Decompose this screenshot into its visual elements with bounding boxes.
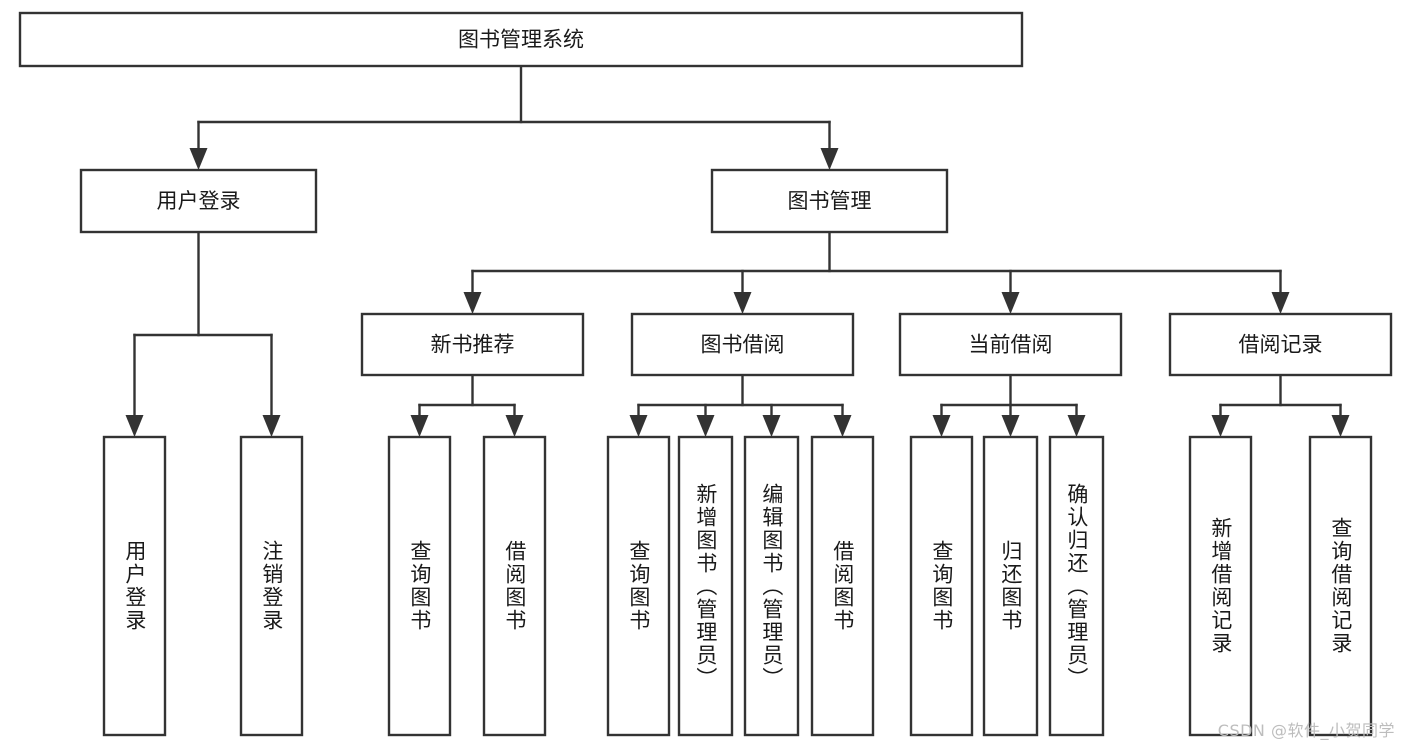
arrowhead-leaf-edit-book [762,415,781,437]
node-user-login-label: 用户登录 [157,189,241,213]
node-book-borrow-label: 图书借阅 [701,333,785,357]
node-leaf-query-record[interactable] [1308,435,1373,737]
arrowhead-leaf-query-book-3 [932,415,951,437]
watermark-text: CSDN @软件_小贺同学 [1217,721,1395,740]
arrowhead-leaf-borrow-book-1 [505,415,524,437]
node-current-borrow-rect[interactable] [898,312,1123,377]
node-root-rect[interactable] [18,11,1024,68]
node-root[interactable] [18,11,1024,68]
node-leaf-edit-book-rect[interactable] [743,435,800,737]
arrowhead-leaf-user-logout [262,415,281,437]
node-borrow-record[interactable] [1168,312,1393,377]
arrowhead-leaf-query-book-1 [410,415,429,437]
node-leaf-confirm-return[interactable] [1048,435,1105,737]
arrowhead-level2-0 [189,148,208,170]
node-leaf-add-book-rect[interactable] [677,435,734,737]
node-borrow-record-rect[interactable] [1168,312,1393,377]
node-leaf-query-book-3[interactable] [909,435,974,737]
node-leaf-borrow-book-2-rect[interactable] [810,435,875,737]
arrowhead-level3-2 [1001,292,1020,314]
node-borrow-record-label: 借阅记录 [1239,333,1323,357]
arrowhead-leaf-return-book [1001,415,1020,437]
node-leaf-return-book-rect[interactable] [982,435,1039,737]
node-leaf-borrow-book-1[interactable] [482,435,547,737]
node-leaf-query-book-1-rect[interactable] [387,435,452,737]
node-user-login[interactable] [79,168,318,234]
node-leaf-query-book-3-rect[interactable] [909,435,974,737]
arrowhead-level2-1 [820,148,839,170]
arrowhead-leaf-query-record [1331,415,1350,437]
arrowhead-level3-1 [733,292,752,314]
node-leaf-query-book-2-rect[interactable] [606,435,671,737]
arrowhead-level3-0 [463,292,482,314]
node-leaf-return-book[interactable] [982,435,1039,737]
node-current-borrow[interactable] [898,312,1123,377]
node-leaf-query-book-1[interactable] [387,435,452,737]
arrowhead-leaf-confirm-return [1067,415,1086,437]
node-leaf-user-logout-rect[interactable] [239,435,304,737]
arrowhead-leaf-query-book-2 [629,415,648,437]
node-current-borrow-label: 当前借阅 [969,333,1053,357]
node-book-borrow[interactable] [630,312,855,377]
node-book-borrow-rect[interactable] [630,312,855,377]
node-leaf-confirm-return-rect[interactable] [1048,435,1105,737]
node-leaf-borrow-book-1-rect[interactable] [482,435,547,737]
node-leaf-add-record[interactable] [1188,435,1253,737]
node-leaf-user-login-rect[interactable] [102,435,167,737]
node-leaf-add-record-rect[interactable] [1188,435,1253,737]
arrowhead-leaf-add-book [696,415,715,437]
node-leaf-user-logout[interactable] [239,435,304,737]
node-leaf-add-book[interactable] [677,435,734,737]
node-leaf-query-record-rect[interactable] [1308,435,1373,737]
arrowhead-level3-3 [1271,292,1290,314]
node-root-label: 图书管理系统 [458,28,584,52]
node-leaf-edit-book[interactable] [743,435,800,737]
arrowhead-leaf-user-login [125,415,144,437]
node-book-manage-rect[interactable] [710,168,949,234]
arrowhead-leaf-add-record [1211,415,1230,437]
node-new-book-recommend[interactable] [360,312,585,377]
node-leaf-borrow-book-2[interactable] [810,435,875,737]
node-user-login-rect[interactable] [79,168,318,234]
connectors-layer [125,64,1350,437]
node-leaf-user-login[interactable] [102,435,167,737]
arrowhead-leaf-borrow-book-2 [833,415,852,437]
node-book-manage[interactable] [710,168,949,234]
node-new-book-recommend-rect[interactable] [360,312,585,377]
node-leaf-query-book-2[interactable] [606,435,671,737]
node-book-manage-label: 图书管理 [788,189,872,213]
node-new-book-recommend-label: 新书推荐 [431,333,515,357]
